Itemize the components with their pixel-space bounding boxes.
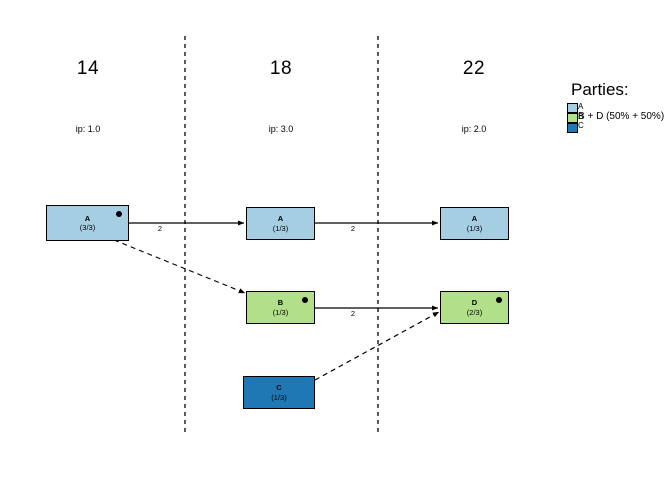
column-ip-2: ip: 3.0 <box>268 124 294 134</box>
node-box-a-1[interactable]: A (3/3) <box>46 205 129 241</box>
edge-label-a1-a2: 2 <box>157 224 163 233</box>
edge-label-a2-a3: 2 <box>350 224 356 233</box>
node-box-c-1[interactable]: C (1/3) <box>243 376 315 409</box>
legend-swatch-c <box>567 123 578 133</box>
legend-swatches <box>567 103 578 133</box>
node-label-name: A <box>277 214 284 224</box>
node-label-name: A <box>471 214 478 224</box>
node-label-name: D <box>471 298 478 308</box>
node-label-fraction: (1/3) <box>272 307 289 317</box>
legend-key-c: C <box>578 121 584 130</box>
node-box-a-3[interactable]: A (1/3) <box>440 207 509 240</box>
legend-key-b: B <box>578 111 584 121</box>
column-ip-1: ip: 1.0 <box>75 124 101 134</box>
legend-keys: A B C <box>578 102 584 131</box>
legend-swatch-a <box>567 103 578 113</box>
node-completion-dot <box>302 297 308 303</box>
node-completion-dot <box>116 211 122 217</box>
edge-a1-b1 <box>113 239 246 294</box>
column-ip-3: ip: 2.0 <box>461 124 487 134</box>
legend-combo-label: B + D (50% + 50%) <box>578 111 665 122</box>
node-label-fraction: (1/3) <box>271 392 287 402</box>
column-header-1: 14 <box>76 58 100 79</box>
node-label-name: B <box>277 298 284 308</box>
edge-label-b1-d1: 2 <box>350 309 356 318</box>
node-label-name: C <box>276 383 282 393</box>
node-label-fraction: (2/3) <box>466 307 483 317</box>
node-box-d-1[interactable]: D (2/3) <box>440 291 509 324</box>
edge-c1-d1 <box>314 311 440 381</box>
node-box-a-2[interactable]: A (1/3) <box>246 207 315 240</box>
node-label-fraction: (3/3) <box>79 223 96 232</box>
column-header-2: 18 <box>269 58 293 79</box>
legend-key-a: A <box>578 102 584 111</box>
column-header-3: 22 <box>462 58 486 79</box>
node-label-fraction: (1/3) <box>272 223 289 233</box>
node-label-name: A <box>84 213 91 223</box>
node-box-b-1[interactable]: B (1/3) <box>246 291 315 324</box>
node-label-fraction: (1/3) <box>466 223 483 233</box>
legend-title: Parties: <box>571 80 629 99</box>
node-completion-dot <box>496 297 502 303</box>
legend-swatch-b <box>567 113 578 123</box>
